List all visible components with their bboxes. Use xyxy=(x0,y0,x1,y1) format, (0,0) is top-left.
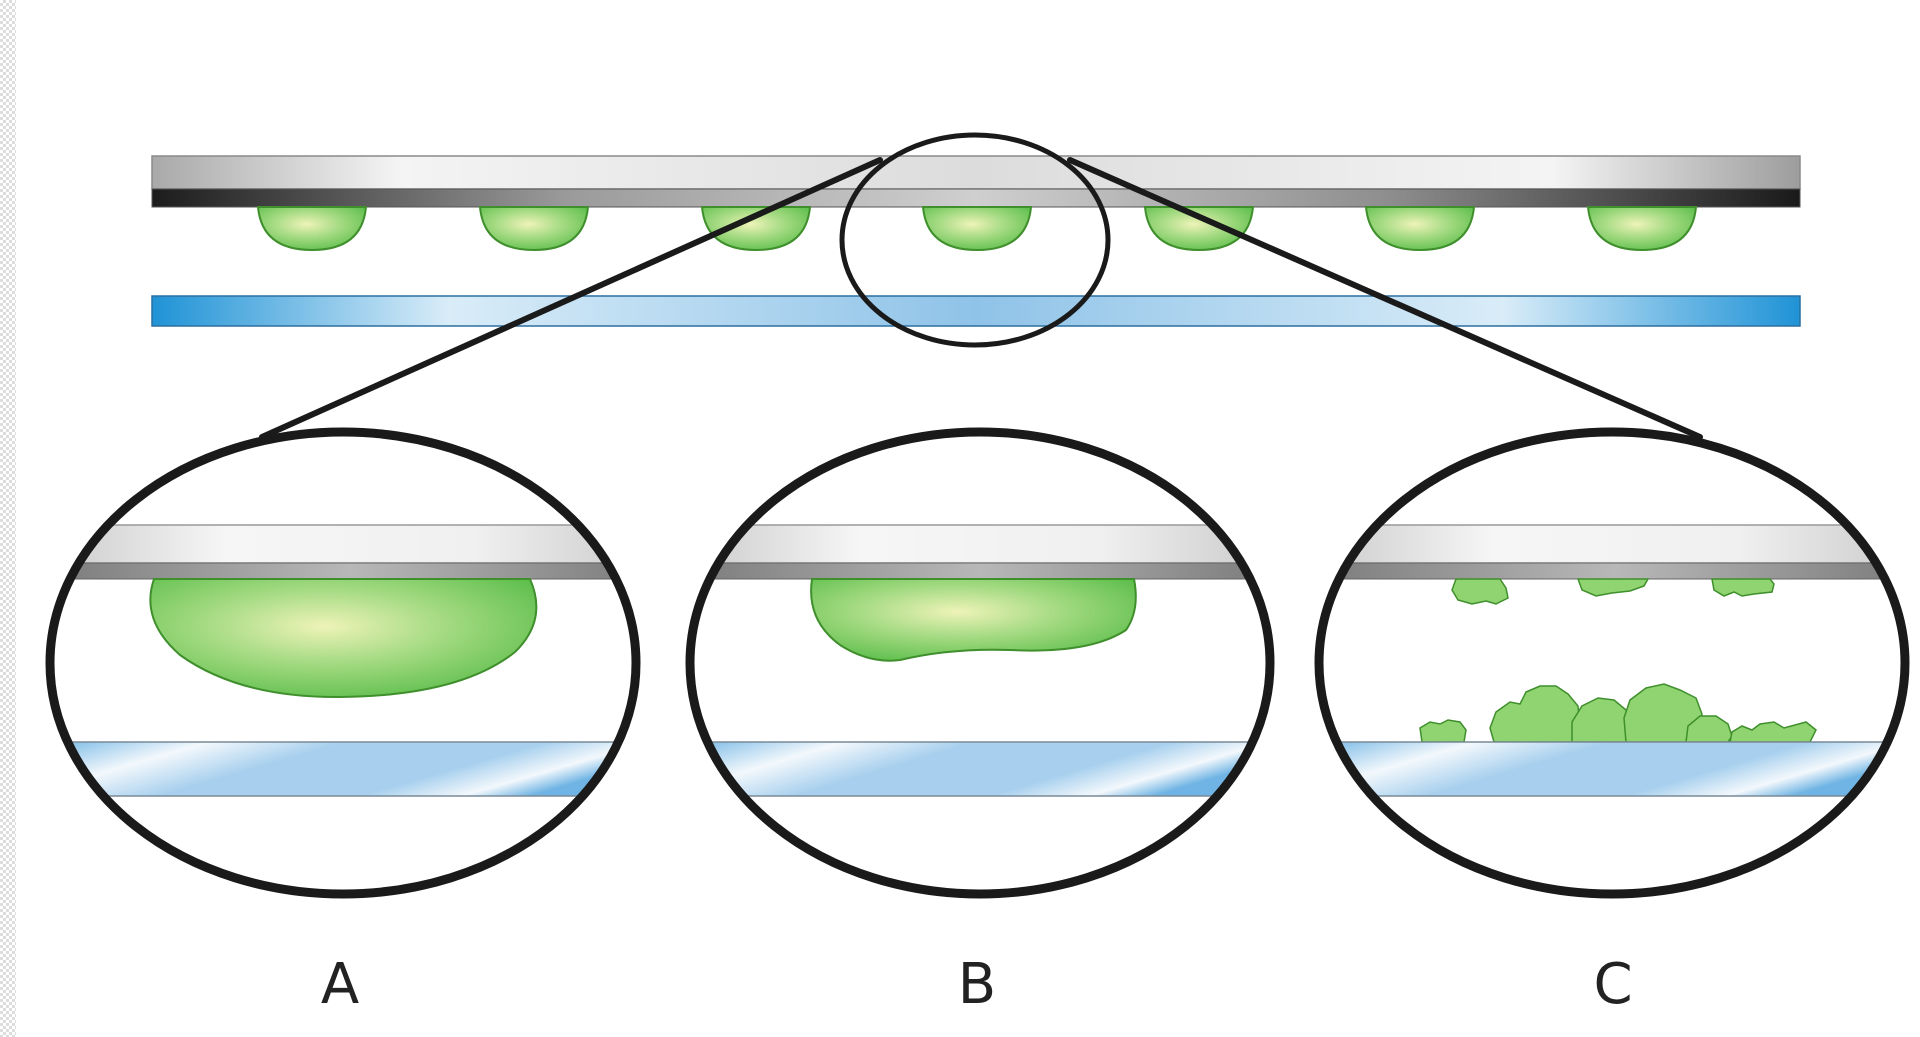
magnifier-circle xyxy=(839,132,1111,348)
panel-c-top-plate-edge xyxy=(1319,562,1905,580)
panel-c-hanging-clusters xyxy=(1451,578,1775,605)
droplet-7 xyxy=(1586,206,1698,252)
top-plate xyxy=(151,155,1801,190)
cluster-top-2 xyxy=(1576,578,1650,597)
page-edge-pattern xyxy=(0,0,16,1037)
cluster-bottom-main-4 xyxy=(1685,715,1733,743)
zoom-panel-c xyxy=(1314,427,1910,899)
droplet-5 xyxy=(1143,206,1255,252)
label-a: A xyxy=(321,952,359,1017)
panel-b-outline xyxy=(685,427,1275,899)
panel-c-outline xyxy=(1314,427,1910,899)
panel-a-top-plate-edge xyxy=(50,562,636,580)
cluster-bottom-right xyxy=(1729,721,1817,743)
panel-a-substrate xyxy=(50,741,636,797)
zoom-line-left xyxy=(259,157,883,440)
panel-c-settled-clusters xyxy=(1419,683,1817,743)
panel-b-top-plate xyxy=(690,524,1270,564)
cluster-top-1 xyxy=(1451,578,1509,605)
bottom-substrate xyxy=(151,295,1801,327)
panel-a-droplet xyxy=(149,578,538,699)
droplet-2 xyxy=(478,206,590,252)
zoom-panel-a xyxy=(45,427,641,899)
droplet-6 xyxy=(1364,206,1476,252)
panel-a-outline xyxy=(45,427,641,899)
droplet-3 xyxy=(700,206,812,252)
cluster-bottom-left xyxy=(1419,719,1467,743)
overview-assembly xyxy=(151,132,1801,440)
droplet-1 xyxy=(256,206,368,252)
hanging-droplets xyxy=(256,206,1698,252)
panel-b-top-plate-edge xyxy=(690,562,1270,580)
zoom-panel-b xyxy=(685,427,1275,899)
panel-a-top-plate xyxy=(50,524,636,564)
top-plate-edge xyxy=(151,188,1801,208)
cluster-top-3 xyxy=(1711,578,1775,597)
label-c: C xyxy=(1593,952,1632,1017)
panel-c-top-plate xyxy=(1319,524,1905,564)
zoom-line-right xyxy=(1067,157,1703,440)
label-b: B xyxy=(958,952,996,1017)
panel-c-substrate xyxy=(1319,741,1905,797)
droplet-4 xyxy=(921,206,1033,252)
panel-b-substrate xyxy=(690,741,1270,797)
panel-b-droplet xyxy=(810,578,1137,662)
